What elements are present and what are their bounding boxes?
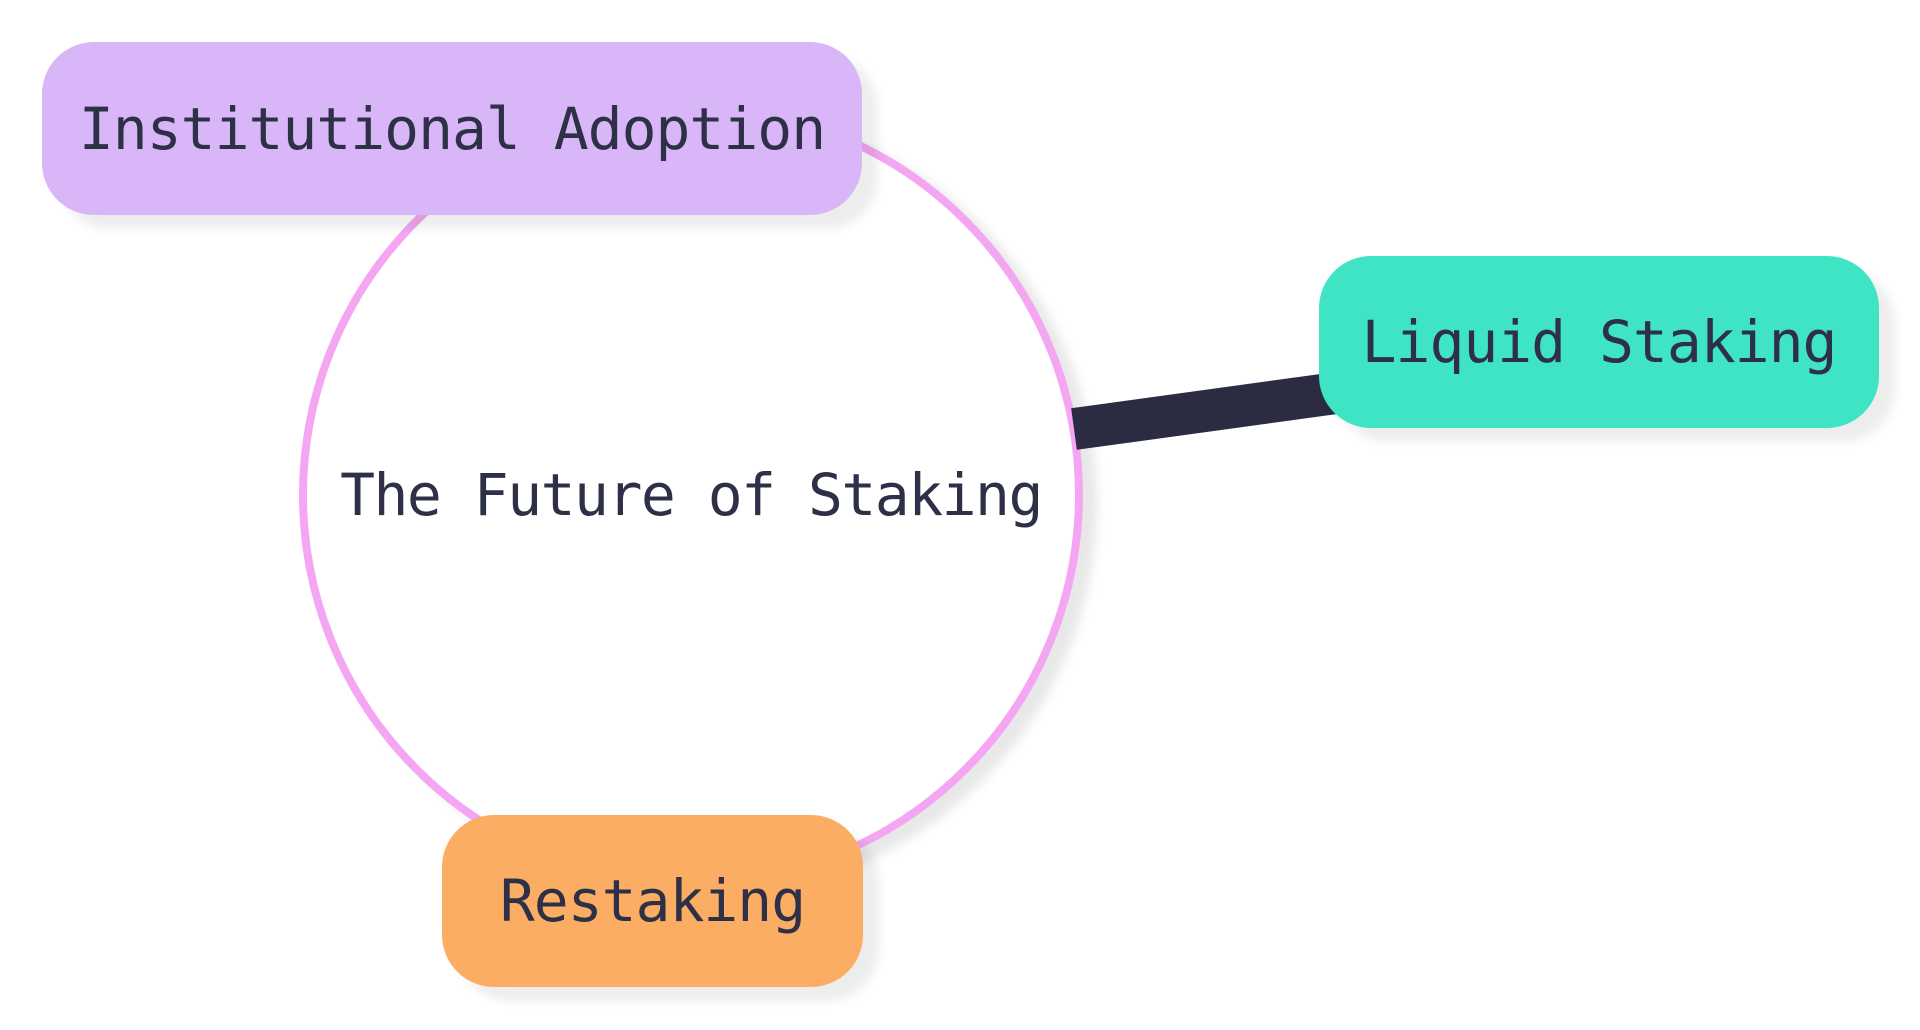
node-restaking[interactable]: Restaking [442, 815, 863, 987]
node-institutional-adoption[interactable]: Institutional Adoption [42, 42, 862, 215]
node-liquid-staking[interactable]: Liquid Staking [1319, 256, 1879, 428]
node-restaking-label: Restaking [499, 867, 806, 935]
node-liquid-staking-label: Liquid Staking [1361, 308, 1838, 376]
central-topic-circle[interactable] [299, 103, 1083, 887]
node-institutional-adoption-label: Institutional Adoption [78, 94, 826, 163]
